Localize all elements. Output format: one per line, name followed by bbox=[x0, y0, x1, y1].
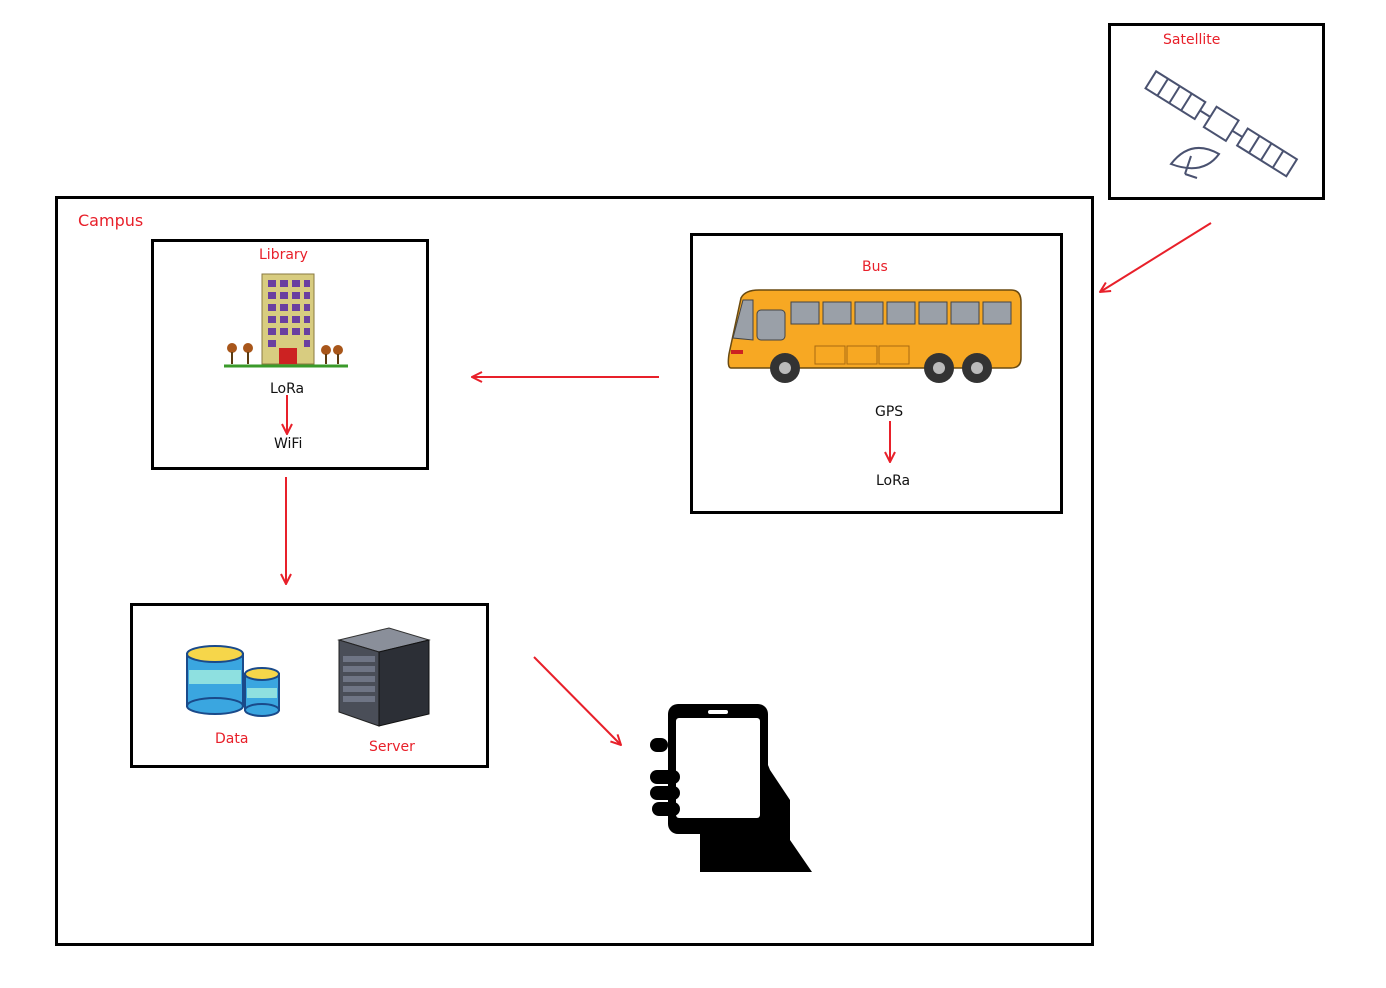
bus-protocol-gps: GPS bbox=[875, 404, 904, 420]
arrow-backend-to-phone bbox=[533, 656, 621, 745]
bus-protocol-lora: LoRa bbox=[876, 473, 911, 489]
server-label: Server bbox=[369, 739, 415, 755]
satellite-box: Satellite bbox=[1108, 23, 1325, 200]
library-box: Library LoRa WiFi bbox=[151, 239, 429, 470]
bus-label: Bus bbox=[862, 259, 888, 275]
library-protocol-lora: LoRa bbox=[270, 381, 305, 397]
satellite-label: Satellite bbox=[1163, 32, 1221, 48]
backend-box: Data Server bbox=[130, 603, 489, 768]
server-icon bbox=[337, 627, 431, 727]
library-label: Library bbox=[259, 247, 308, 263]
library-protocol-wifi: WiFi bbox=[274, 436, 303, 452]
satellite-icon bbox=[1144, 69, 1299, 179]
bus-box: Bus GPS LoRa bbox=[690, 233, 1063, 514]
arrow-satellite-to-campus bbox=[1100, 222, 1212, 292]
bus-icon bbox=[727, 289, 1022, 383]
data-label: Data bbox=[215, 731, 249, 747]
campus-boundary: Campus bbox=[55, 196, 1094, 946]
phone-in-hand-icon bbox=[650, 704, 812, 872]
building-icon bbox=[224, 273, 348, 368]
campus-label: Campus bbox=[78, 211, 144, 230]
database-icon bbox=[186, 645, 280, 717]
